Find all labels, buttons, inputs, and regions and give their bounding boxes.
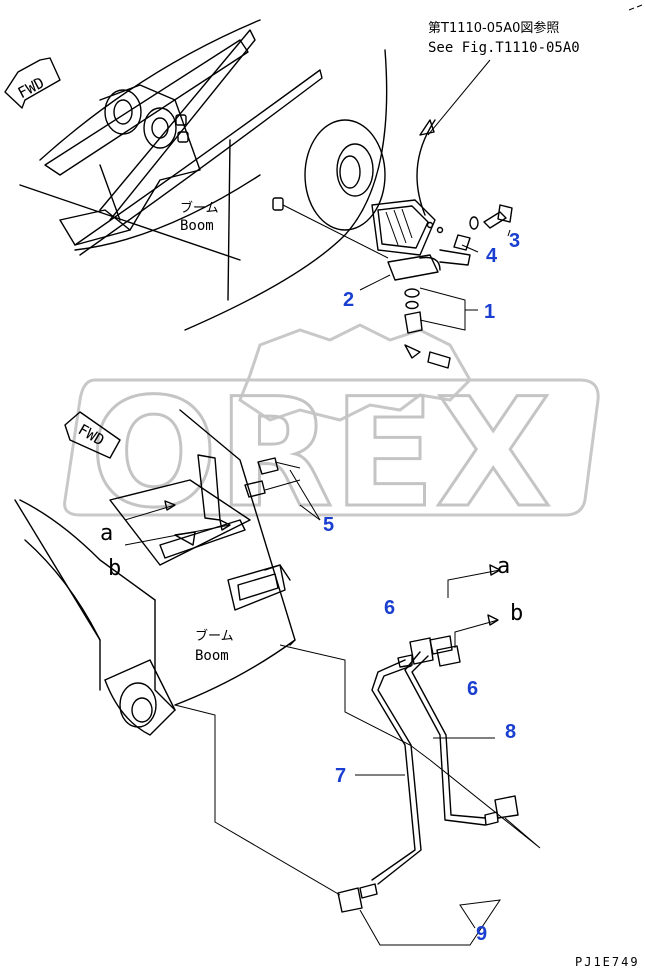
boom-top-illustration	[19, 19, 388, 331]
boom-label-en-bottom: Boom	[195, 648, 229, 664]
watermark: OREX	[63, 323, 600, 543]
callout-line-1	[419, 287, 478, 331]
boss-flange	[304, 119, 386, 231]
reference-note-en: See Fig.T1110-05A0	[428, 40, 580, 56]
connector-arrows-left: a b	[100, 500, 231, 581]
lamp-bracket	[387, 249, 471, 281]
watermark-gear	[238, 323, 472, 422]
watermark-frame	[63, 378, 600, 517]
connector-a-right: a	[497, 554, 510, 579]
boom-label-jp-bottom: ブーム	[195, 628, 234, 644]
callout-4: 4	[486, 245, 498, 267]
connector-b-left: b	[108, 556, 121, 581]
mount-bolts	[272, 197, 513, 369]
drawing-code: PJ1E749	[575, 955, 640, 969]
callout-8: 8	[505, 721, 516, 743]
callout-6-lower: 6	[467, 678, 478, 700]
callout-2: 2	[343, 289, 354, 311]
hoses-7-8	[371, 651, 486, 885]
callout-line-4	[461, 244, 479, 253]
callout-line-2	[359, 274, 391, 291]
fwd-label-top: FWD	[15, 74, 47, 103]
reference-note-jp: 第T1110-05A0図参照	[428, 20, 559, 36]
callout-line-9	[359, 899, 502, 946]
connector-b-right: b	[510, 601, 523, 626]
callout-7: 7	[335, 765, 346, 787]
callout-1: 1	[484, 301, 495, 323]
callout-line-3	[507, 229, 511, 237]
callout-3: 3	[509, 230, 520, 252]
callout-6-upper: 6	[384, 597, 395, 619]
boom-label-top: ブーム Boom	[180, 200, 219, 234]
fwd-arrow-top: FWD	[4, 57, 61, 109]
boom-label-jp-top: ブーム	[180, 200, 219, 216]
bottom-boom-label: ブーム Boom	[195, 628, 234, 664]
harness-top	[416, 119, 436, 216]
bottom-fittings-5	[244, 457, 321, 521]
watermark-text: OREX	[90, 367, 551, 541]
callout-5: 5	[323, 514, 334, 536]
corner-mark	[628, 4, 643, 11]
fittings-6	[397, 635, 461, 668]
callout-line-5	[299, 504, 321, 521]
connector-a-left: a	[100, 521, 113, 546]
boom-label-en-top: Boom	[180, 218, 214, 234]
reference-note: 第T1110-05A0図参照 See Fig.T1110-05A0	[419, 20, 580, 136]
harness-lines-bottom	[174, 644, 541, 896]
work-lamp	[371, 199, 436, 256]
callout-9: 9	[476, 923, 487, 945]
connector-arrows-right: a b	[447, 554, 523, 648]
elbow-fittings-9	[337, 795, 519, 913]
